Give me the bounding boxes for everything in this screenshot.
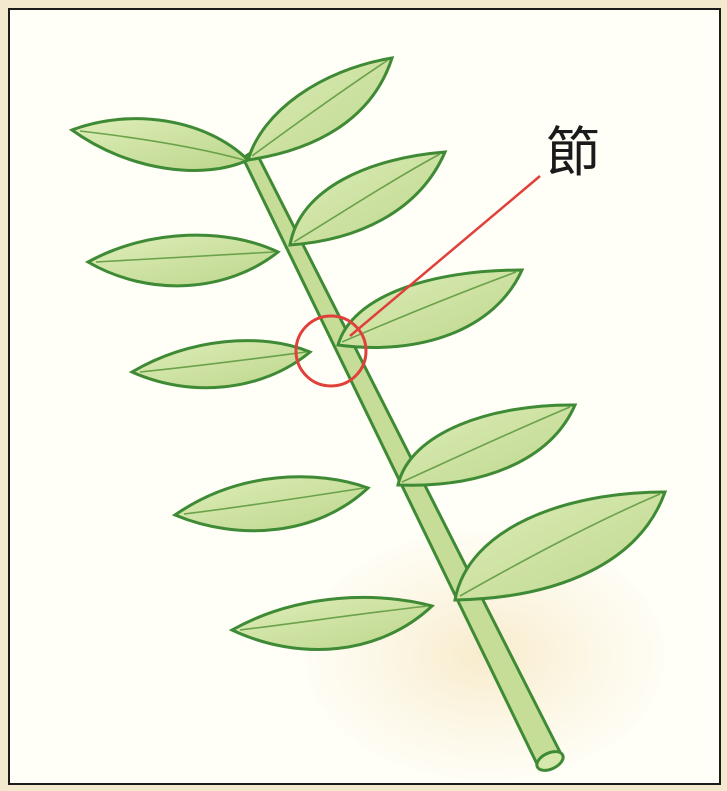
leaf-left-1	[72, 119, 248, 171]
node-label: 節	[546, 126, 600, 180]
leaf-right-2	[290, 152, 445, 245]
leaf-left-3	[132, 341, 310, 388]
leaf-left-5	[232, 597, 432, 649]
leaf-right-3	[338, 270, 522, 347]
leaf-left-4	[175, 477, 368, 531]
leaf-right-1	[248, 58, 392, 160]
leaf-right-5	[455, 492, 665, 600]
leaf-right-4	[398, 405, 575, 485]
leaf-left-2	[88, 235, 278, 286]
